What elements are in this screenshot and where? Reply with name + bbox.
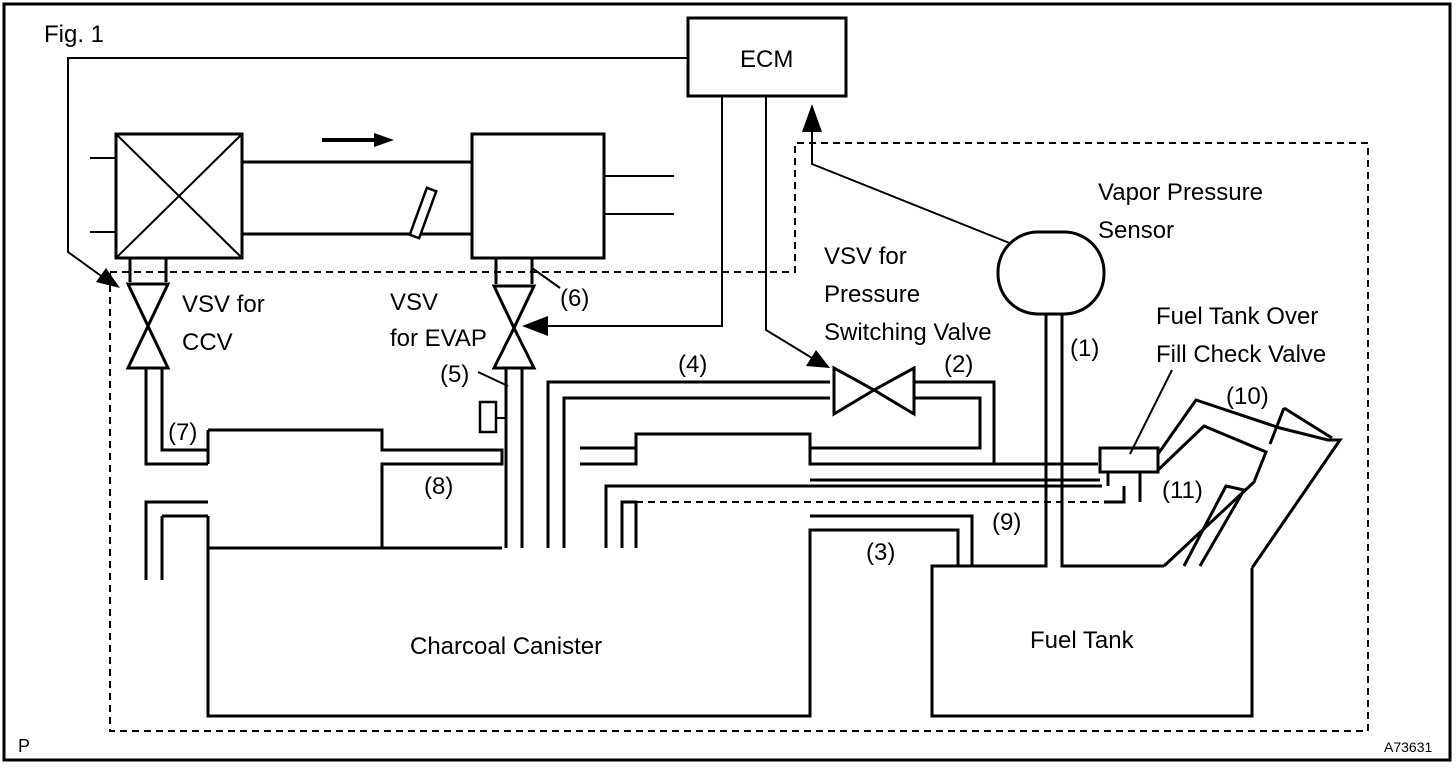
vapor-sensor-label-1: Vapor Pressure xyxy=(1098,179,1263,206)
evap-signal-arrowhead xyxy=(522,316,548,336)
filler-neck-outer xyxy=(1156,398,1343,569)
canister-top-chamber xyxy=(580,432,1098,466)
callout-7: (7) xyxy=(168,419,197,446)
ecm-to-psv-signal-line xyxy=(765,96,813,359)
filler-cap xyxy=(1268,406,1333,445)
charcoal-canister-outline xyxy=(144,428,1254,718)
airflow-arrow-head xyxy=(374,133,394,147)
leader-6 xyxy=(531,267,561,289)
fill-check-valve-stem xyxy=(1106,472,1142,502)
pipe-7-lower xyxy=(144,368,208,466)
callout-5: (5) xyxy=(440,361,469,388)
evap-service-port xyxy=(478,400,498,434)
vsv-psv-valve xyxy=(832,365,916,417)
callout-4: (4) xyxy=(678,351,707,378)
vsv-evap-label-1: VSV xyxy=(390,289,438,316)
fuel-tank-top-left xyxy=(932,312,1048,568)
vsv-ccv-valve xyxy=(125,282,171,370)
corner-letter: P xyxy=(18,736,30,756)
pipe-4 xyxy=(546,380,830,548)
leader-fill-valve xyxy=(1129,369,1173,455)
vapor-pressure-sensor xyxy=(996,230,1106,316)
intake-manifold-box xyxy=(470,132,606,260)
system-boundary-dashed xyxy=(109,142,1369,732)
vsv-evap-valve xyxy=(491,284,537,370)
vsv-ccv-label-2: CCV xyxy=(182,329,233,356)
pipe-2 xyxy=(810,380,996,464)
vsv-ccv-label-1: VSV for xyxy=(182,291,265,318)
fuel-tank-top-right xyxy=(1060,312,1164,568)
air-cleaner-cross-b xyxy=(115,133,243,259)
figure-label: Fig. 1 xyxy=(44,21,104,48)
vsv-psv-label-3: Switching Valve xyxy=(824,319,992,346)
vapor-sensor-label-2: Sensor xyxy=(1098,217,1174,244)
callout-11: (11) xyxy=(1162,477,1203,504)
pipe-9 xyxy=(810,486,1126,566)
fill-check-valve-body xyxy=(1098,446,1160,474)
document-code: A73631 xyxy=(1384,739,1432,755)
vsv-psv-label-1: VSV for xyxy=(824,243,907,270)
callout-10: (10) xyxy=(1226,383,1269,410)
callout-8: (8) xyxy=(424,473,453,500)
ecm-label: ECM xyxy=(740,46,793,73)
vsv-psv-label-2: Pressure xyxy=(824,281,920,308)
fill-valve-label-2: Fill Check Valve xyxy=(1156,341,1326,368)
callout-6: (6) xyxy=(560,285,589,312)
ccv-signal-arrowhead xyxy=(96,268,120,288)
callout-1: (1) xyxy=(1070,335,1099,362)
pipe-5 xyxy=(504,368,524,548)
sensor-signal-arrowhead xyxy=(802,104,822,132)
callout-9: (9) xyxy=(992,509,1021,536)
callout-2: (2) xyxy=(944,351,973,378)
pipe-6 xyxy=(494,258,534,284)
canister-lower-left-pipe xyxy=(604,484,1102,548)
filler-neck-channel xyxy=(1182,484,1247,567)
pipe-7-left xyxy=(128,258,168,282)
callout-3: (3) xyxy=(866,539,895,566)
leader-5 xyxy=(477,371,509,387)
ecm-to-ccv-signal-line xyxy=(67,57,688,279)
psv-signal-arrowhead xyxy=(806,350,830,368)
filler-neck-inner xyxy=(1156,424,1268,568)
sensor-to-ecm-signal-line xyxy=(811,124,1013,245)
ecm-to-evap-signal-line xyxy=(540,96,723,327)
throttle-valve xyxy=(408,186,438,240)
fuel-tank-label: Fuel Tank xyxy=(1030,627,1135,654)
charcoal-canister-label: Charcoal Canister xyxy=(410,633,602,660)
vsv-evap-label-2: for EVAP xyxy=(390,325,487,352)
fill-valve-label-1: Fuel Tank Over xyxy=(1156,303,1318,330)
